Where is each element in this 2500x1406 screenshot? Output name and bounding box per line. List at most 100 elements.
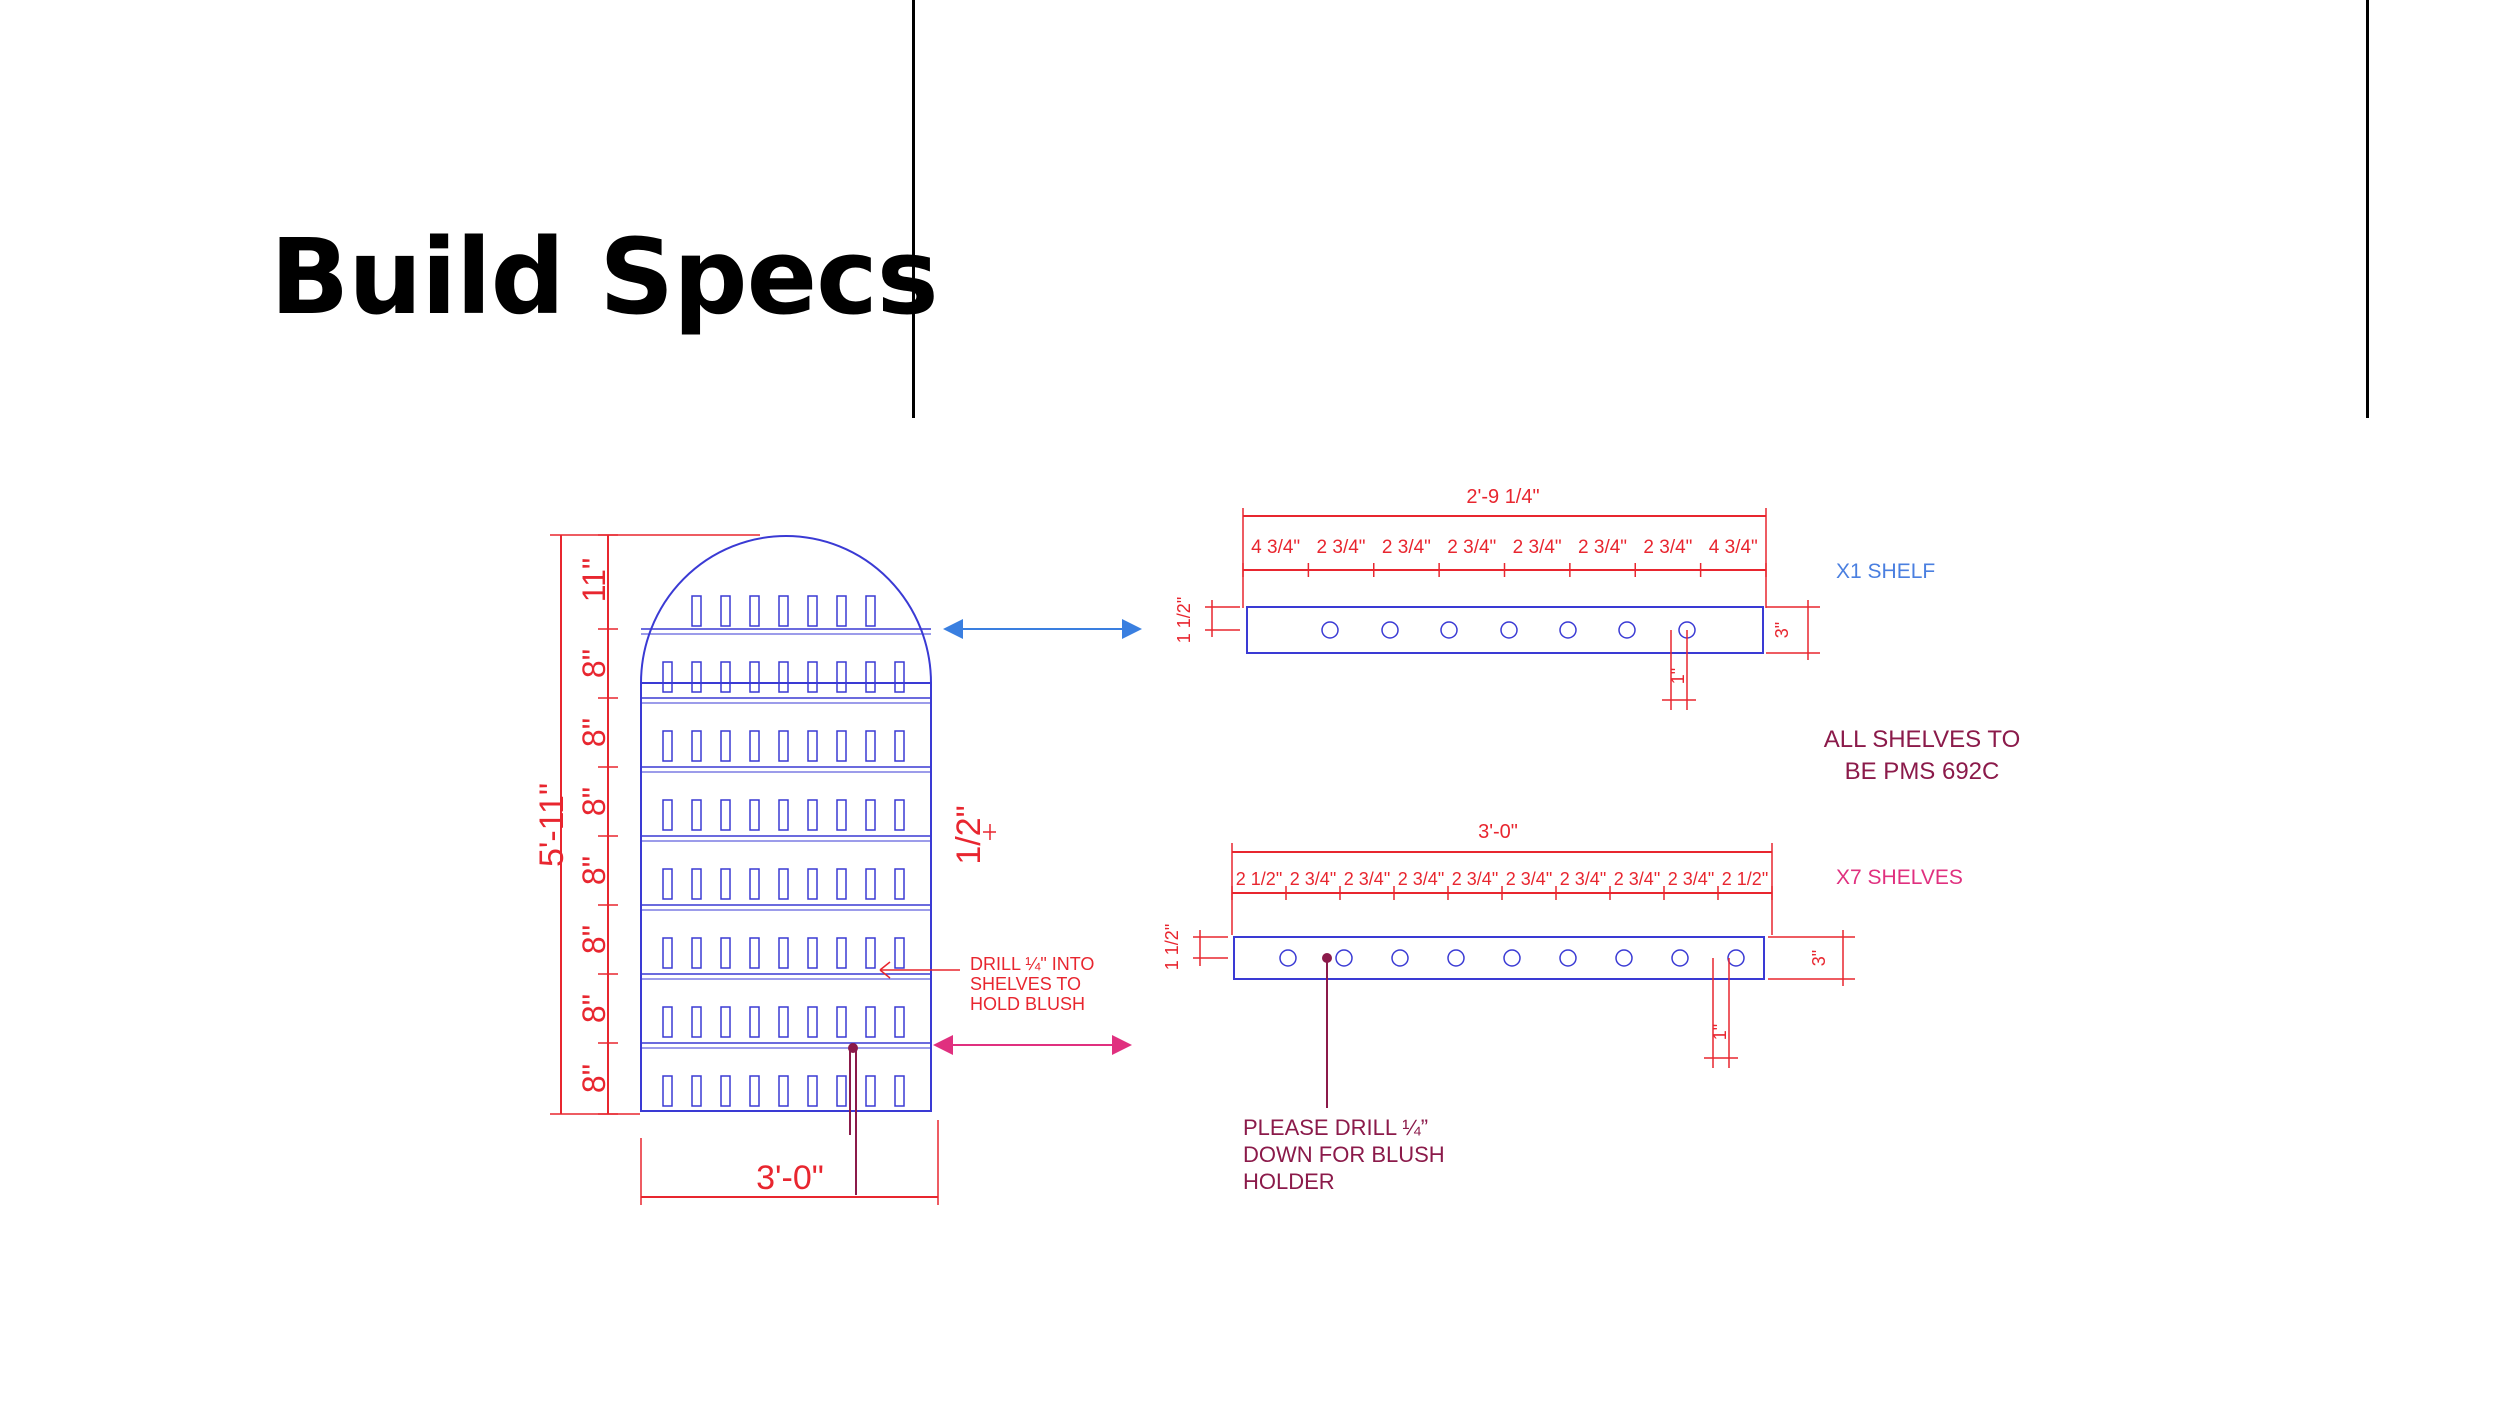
drill-note-line-2: SHELVES TO [970, 974, 1081, 994]
blush-slot [865, 1075, 876, 1107]
blush-slot [749, 937, 760, 969]
shelf-hole [1381, 621, 1399, 639]
shelf-hole [1727, 949, 1745, 967]
shelf-hole [1321, 621, 1339, 639]
blush-slot [894, 868, 905, 900]
blush-slot [662, 661, 673, 693]
blush-slot [778, 595, 789, 627]
x1-shelf-plan: 2'-9 1/4" 4 3/4" 2 3/4" 2 3/4" 2 3/4" 2 3/4"… [1174, 486, 1935, 710]
blush-slot [807, 937, 818, 969]
blush-slot [894, 1006, 905, 1038]
shelf-hole [1335, 949, 1353, 967]
blush-slot [865, 799, 876, 831]
dim-x1-hole-size: 1" [1668, 668, 1688, 684]
blush-slot [691, 937, 702, 969]
blush-slot [836, 595, 847, 627]
blush-slot [691, 868, 702, 900]
blush-slot [836, 661, 847, 693]
unit-body-outline [640, 682, 932, 1112]
dim-segment: 2 3/4" [1398, 869, 1444, 889]
dim-x7-hole-size: 1" [1710, 1024, 1730, 1040]
dim-segment: 2 3/4" [1382, 537, 1431, 558]
dim-segment: 4 3/4" [1709, 537, 1758, 558]
blush-slot [778, 1006, 789, 1038]
blush-slot [807, 595, 818, 627]
blush-slot [749, 595, 760, 627]
dim-segment: 2 3/4" [1513, 537, 1562, 558]
dim-segment: 2 3/4" [1578, 537, 1627, 558]
blush-slot [691, 661, 702, 693]
shelf-hole [1279, 949, 1297, 967]
finish-note-line-2: BE PMS 692C [1845, 758, 2000, 785]
dim-x1-overall: 2'-9 1/4" [1466, 486, 1539, 508]
blush-slot [836, 1075, 847, 1107]
blush-slot [778, 868, 789, 900]
blush-slot [749, 1075, 760, 1107]
front-elevation: 5'-11" 11" 8"8"8"8"8"8"8" 1/2" 3'-0" DRI… [533, 534, 1142, 1205]
blush-slot [836, 868, 847, 900]
blush-slot [662, 937, 673, 969]
shelf-hole [1671, 949, 1689, 967]
shelf-hole [1559, 949, 1577, 967]
blush-slot [778, 1075, 789, 1107]
dim-width: 3'-0" [756, 1159, 824, 1197]
blush-slot [662, 799, 673, 831]
blush-slot [749, 1006, 760, 1038]
dim-segment: 4 3/4" [1251, 537, 1300, 558]
dim-segment: 2 3/4" [1506, 869, 1552, 889]
dim-shelf-spacing: 8" [576, 787, 612, 816]
blush-slot [894, 1075, 905, 1107]
blush-slot [720, 730, 731, 762]
blush-slot [894, 937, 905, 969]
shelf-hole [1503, 949, 1521, 967]
dim-segment: 2 3/4" [1290, 869, 1336, 889]
blush-slot [691, 1006, 702, 1038]
dim-segment: 2 1/2" [1722, 869, 1768, 889]
blush-slot [807, 730, 818, 762]
blush-slot [865, 868, 876, 900]
dim-shelf-thickness: 1/2" [950, 805, 988, 864]
blush-slot [662, 730, 673, 762]
dim-total-height: 5'-11" [533, 783, 571, 867]
dim-shelf-spacing: 8" [576, 718, 612, 747]
blush-slot [894, 661, 905, 693]
blush-slot [865, 937, 876, 969]
blush-slot [720, 1075, 731, 1107]
blush-slot [749, 868, 760, 900]
divider-line-right [2366, 0, 2369, 418]
blush-slot [836, 1006, 847, 1038]
shelf-hole [1440, 621, 1458, 639]
dim-segment: 2 3/4" [1668, 869, 1714, 889]
shelf-hole [1559, 621, 1577, 639]
dim-shelf-spacing: 8" [576, 1064, 612, 1093]
dim-segment: 2 3/4" [1317, 537, 1366, 558]
blush-slot [749, 730, 760, 762]
x1-shelf-label: X1 SHELF [1836, 560, 1935, 583]
dim-segment: 2 3/4" [1560, 869, 1606, 889]
dim-x1-hole-offset: 1 1/2" [1174, 597, 1194, 643]
shelf-hole [1618, 621, 1636, 639]
blush-slot [836, 799, 847, 831]
blush-slot [720, 1006, 731, 1038]
divider-line-left [912, 0, 915, 418]
blush-slot [894, 730, 905, 762]
shelf-hole [1391, 949, 1409, 967]
dim-shelf-spacing: 8" [576, 856, 612, 885]
blush-slot [749, 661, 760, 693]
blush-slot [662, 868, 673, 900]
blush-slot [807, 799, 818, 831]
blush-slot [865, 595, 876, 627]
dim-shelf-spacing: 8" [576, 925, 612, 954]
blush-slot [778, 730, 789, 762]
blush-slot [807, 661, 818, 693]
blush-slot [662, 1006, 673, 1038]
dim-x1-depth: 3" [1772, 622, 1792, 638]
blush-slot [691, 799, 702, 831]
blush-slot [720, 868, 731, 900]
x7-shelf-outline [1233, 936, 1765, 980]
blush-slot [836, 730, 847, 762]
blush-slot [720, 799, 731, 831]
drill-note-line-3: HOLD BLUSH [970, 994, 1085, 1014]
blush-slot [720, 661, 731, 693]
